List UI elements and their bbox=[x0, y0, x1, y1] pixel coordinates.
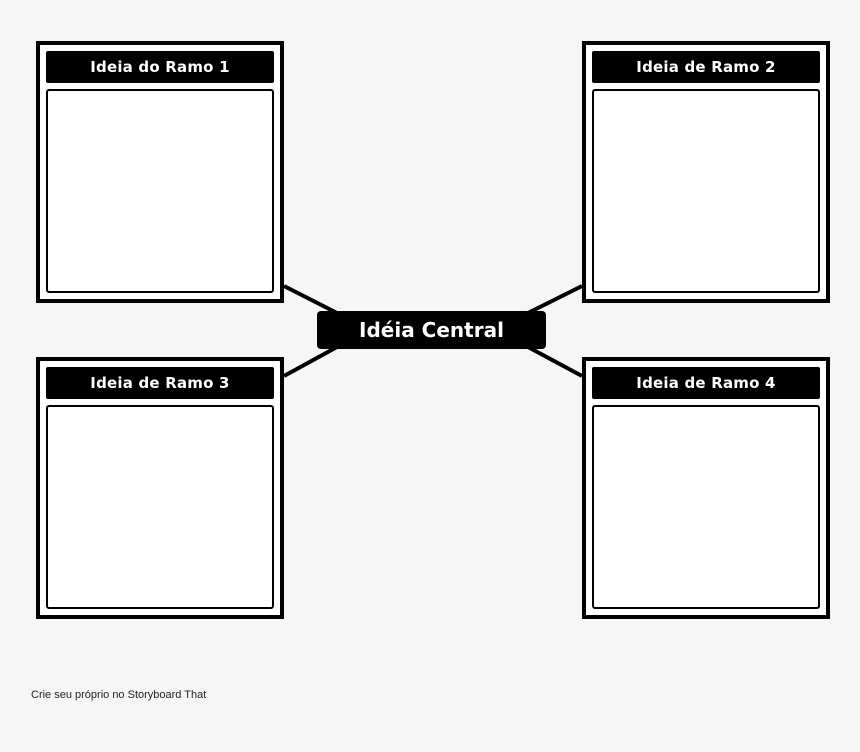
branch-card-3: Ideia de Ramo 3 bbox=[36, 357, 284, 619]
footer-credit: Crie seu próprio no Storyboard That bbox=[31, 689, 207, 701]
branch-text-area-1[interactable] bbox=[46, 89, 274, 293]
branch-card-1: Ideia do Ramo 1 bbox=[36, 41, 284, 303]
branch-title-2: Ideia de Ramo 2 bbox=[592, 51, 820, 83]
branch-title-3: Ideia de Ramo 3 bbox=[46, 367, 274, 399]
branch-text-area-4[interactable] bbox=[592, 405, 820, 609]
branch-card-2: Ideia de Ramo 2 bbox=[582, 41, 830, 303]
branch-card-4: Ideia de Ramo 4 bbox=[582, 357, 830, 619]
branch-text-area-2[interactable] bbox=[592, 89, 820, 293]
branch-title-1: Ideia do Ramo 1 bbox=[46, 51, 274, 83]
connector-branch-4 bbox=[527, 345, 583, 378]
connector-branch-3 bbox=[283, 345, 338, 378]
branch-title-4: Ideia de Ramo 4 bbox=[592, 367, 820, 399]
connector-branch-2 bbox=[527, 284, 583, 315]
branch-text-area-3[interactable] bbox=[46, 405, 274, 609]
central-idea-box: Idéia Central bbox=[317, 311, 546, 349]
connector-branch-1 bbox=[283, 284, 338, 315]
